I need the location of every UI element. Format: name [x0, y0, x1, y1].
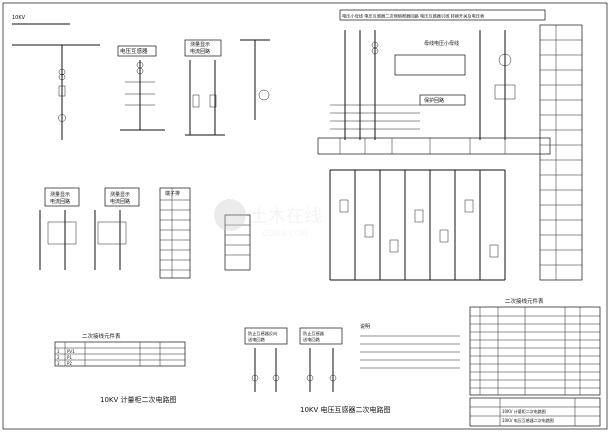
voltage-transformer-section: 电压互感器	[117, 45, 165, 131]
lower-title-1b: 测量显示	[110, 191, 130, 198]
title-block-row-1: 10KV 计量柜二次电路图	[502, 408, 546, 414]
terminal-strip: 端子排	[159, 187, 251, 279]
left-table-title: 二次接线元件表	[82, 332, 121, 340]
lower-left-title-2: 送电回路	[248, 336, 266, 343]
right-parts-list	[539, 24, 583, 281]
left-table-row-1-code: PV1	[67, 349, 75, 354]
lower-mid-title-2: 送电回路	[303, 336, 321, 343]
watermark-en: COI88.COM	[262, 229, 308, 238]
right-table-title: 二次接线元件表	[505, 297, 544, 305]
title-block-row-2: 10KV 电压互感器二次电路图	[502, 417, 554, 423]
lower-mid-title-1: 防止互感器	[303, 330, 325, 337]
left-table-row-3-code: P2	[67, 361, 72, 366]
left-caption: 10KV 计量柜二次电路图	[100, 395, 177, 404]
current-loop-section: 测量显示 电流回路	[184, 39, 225, 136]
bus-subtitle: 保护回路	[424, 97, 444, 104]
lower-title-2a: 电流回路	[50, 198, 70, 205]
right-header-row: 电压小母线 电压互感器二次侧熔断器回路 电压互感器引线 转换开关及电压表	[339, 9, 546, 21]
left-table-row-2-no: 2	[57, 355, 60, 360]
busbar-label: 10KV	[12, 15, 26, 21]
left-single-line: 10KV	[12, 15, 100, 140]
terminal-title: 端子排	[165, 190, 180, 197]
right-caption: 10KV 电压互感器二次电路图	[300, 405, 391, 414]
left-table-row-3-no: 3	[57, 361, 60, 366]
right-header: 电压小母线 电压互感器二次侧熔断器回路 电压互感器引线 转换开关及电压表	[342, 13, 485, 20]
lower-logic-blocks: 防止互感器反向 送电回路 防止互感器 送电回路	[244, 327, 343, 392]
vt-wiring-block: 母线电压小母线 保护回路	[330, 30, 516, 140]
watermark-cn: 土木在线	[250, 206, 322, 227]
vt-title: 电压互感器	[120, 47, 148, 55]
measure-title-1: 测量显示	[190, 41, 210, 48]
lower-title-1a: 测量显示	[50, 191, 70, 198]
left-component-table: 二次接线元件表 1 PV1 2 P1 3 P2	[54, 332, 186, 367]
lower-title-2b: 电流回路	[110, 198, 130, 205]
right-function-strip	[317, 137, 551, 155]
meter-boxes: 测量显示 电流回路 测量显示 电流回路	[39, 187, 140, 270]
drawing-frame	[2, 2, 608, 430]
right-component-table: 二次接线元件表	[469, 297, 601, 396]
watermark-logo: 土木在线 COI88.COM	[214, 199, 322, 238]
lower-left-title-1: 防止互感器反向	[248, 330, 277, 337]
left-table-row-2-code: P1	[67, 355, 72, 360]
notes-title: 说明	[360, 323, 370, 330]
measure-title-2: 电流回路	[190, 48, 210, 55]
relay-ladder	[329, 169, 506, 281]
left-table-row-1-no: 1	[57, 349, 60, 354]
bus-tap-section	[240, 39, 270, 120]
notes-block: 说明	[360, 323, 460, 369]
title-block: 10KV 计量柜二次电路图 10KV 电压互感器二次电路图	[469, 397, 601, 427]
bus-title: 母线电压小母线	[424, 40, 459, 47]
